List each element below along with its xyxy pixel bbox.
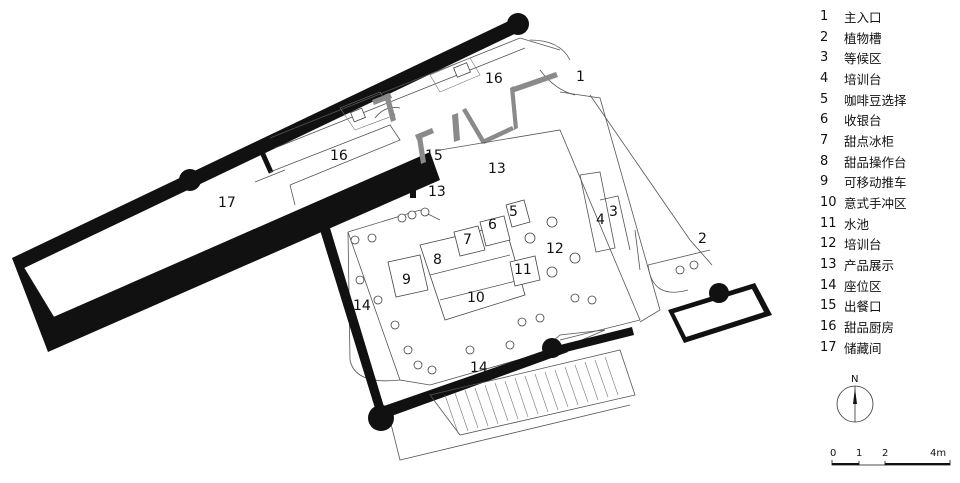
legend-number: 3 — [820, 50, 829, 66]
legend-item: 17 储藏间 — [820, 337, 955, 358]
legend-label: 出餐口 — [844, 299, 882, 315]
label-5: 5 — [509, 204, 518, 220]
label-16a: 16 — [485, 71, 503, 87]
legend-label: 水池 — [844, 216, 870, 232]
label-13a: 13 — [488, 161, 506, 177]
legend-label: 产品展示 — [844, 258, 895, 274]
label-16b: 16 — [330, 148, 348, 164]
legend-item: 5 咖啡豆选择 — [820, 89, 955, 110]
partition-walls — [372, 72, 558, 164]
legend-number: 15 — [820, 298, 837, 314]
legend-label: 主入口 — [844, 9, 882, 25]
legend-number: 2 — [820, 29, 829, 45]
scale-1: 1 — [856, 448, 862, 459]
stools — [350, 207, 699, 375]
legend-label: 座位区 — [844, 278, 882, 294]
scale-bar: 0 1 2 4m — [830, 448, 951, 466]
legend-label: 可移动推车 — [844, 175, 907, 191]
legend-label: 植物槽 — [844, 30, 882, 46]
legend-item: 12 培训台 — [820, 234, 955, 255]
legend-number: 14 — [820, 277, 837, 293]
legend-label: 收银台 — [844, 113, 882, 129]
steps — [389, 349, 636, 461]
label-13b: 13 — [428, 184, 446, 200]
legend-number: 1 — [820, 8, 829, 24]
legend-number: 8 — [820, 153, 829, 169]
legend-number: 10 — [820, 195, 837, 211]
label-9: 9 — [402, 272, 411, 288]
label-11: 11 — [514, 262, 532, 278]
legend-item: 1 主入口 — [820, 6, 955, 27]
legend-item: 2 植物槽 — [820, 27, 955, 48]
legend-number: 11 — [820, 215, 837, 231]
cafe-main-space — [320, 91, 713, 418]
scale-2: 2 — [882, 448, 888, 459]
floor-plan: 1 2 3 4 5 6 7 8 9 10 11 12 13 13 14 14 1… — [12, 13, 772, 461]
label-3: 3 — [609, 204, 618, 220]
legend-number: 9 — [820, 174, 829, 190]
legend-label: 培训台 — [844, 237, 882, 253]
label-1: 1 — [576, 69, 585, 85]
storage-room-walls — [12, 17, 523, 352]
legend-label: 储藏间 — [844, 340, 882, 356]
legend: 1 主入口 2 植物槽 3 等候区 4 培训台 5 咖啡豆选择 6 收银台 7 甜点冰柜 8 甜品操作台 9 可移… — [820, 6, 955, 358]
legend-item: 4 培训台 — [820, 68, 955, 89]
label-14a: 14 — [353, 298, 371, 314]
legend-label: 意式手冲区 — [844, 196, 907, 212]
legend-item: 15 出餐口 — [820, 296, 955, 317]
legend-item: 11 水池 — [820, 213, 955, 234]
legend-number: 7 — [820, 132, 829, 148]
legend-item: 13 产品展示 — [820, 254, 955, 275]
legend-number: 5 — [820, 91, 829, 107]
legend-item: 9 可移动推车 — [820, 172, 955, 193]
planter-box — [668, 283, 772, 343]
label-7: 7 — [463, 232, 472, 248]
legend-number: 17 — [820, 339, 837, 355]
legend-number: 16 — [820, 319, 837, 335]
label-15: 15 — [425, 148, 443, 164]
label-10: 10 — [467, 290, 485, 306]
label-6: 6 — [488, 217, 497, 233]
scale-0: 0 — [830, 448, 836, 459]
columns — [179, 13, 729, 431]
label-14b: 14 — [470, 360, 488, 376]
legend-label: 培训台 — [844, 71, 882, 87]
plan-labels: 1 2 3 4 5 6 7 8 9 10 11 12 13 13 14 14 1… — [218, 69, 707, 376]
legend-number: 13 — [820, 257, 837, 273]
label-8: 8 — [433, 252, 442, 268]
north-arrow-icon: N — [836, 374, 874, 423]
counters — [387, 199, 541, 321]
legend-item: 8 甜品操作台 — [820, 151, 955, 172]
legend-label: 等候区 — [844, 51, 882, 67]
legend-label: 甜品操作台 — [844, 154, 907, 170]
label-17: 17 — [218, 195, 236, 211]
legend-item: 10 意式手冲区 — [820, 192, 955, 213]
legend-item: 14 座位区 — [820, 275, 955, 296]
scale-4m: 4m — [930, 448, 946, 459]
kitchen-interior — [254, 37, 576, 206]
label-12: 12 — [546, 241, 564, 257]
legend-item: 7 甜点冰柜 — [820, 130, 955, 151]
legend-label: 甜品厨房 — [844, 320, 895, 336]
legend-number: 6 — [820, 112, 829, 128]
legend-item: 16 甜品厨房 — [820, 316, 955, 337]
label-2: 2 — [698, 231, 707, 247]
legend-item: 3 等候区 — [820, 47, 955, 68]
legend-item: 6 收银台 — [820, 109, 955, 130]
legend-label: 咖啡豆选择 — [844, 92, 907, 108]
legend-label: 甜点冰柜 — [844, 133, 895, 149]
label-4: 4 — [596, 212, 605, 228]
legend-number: 12 — [820, 236, 837, 252]
legend-number: 4 — [820, 70, 829, 86]
compass-label: N — [851, 374, 858, 385]
